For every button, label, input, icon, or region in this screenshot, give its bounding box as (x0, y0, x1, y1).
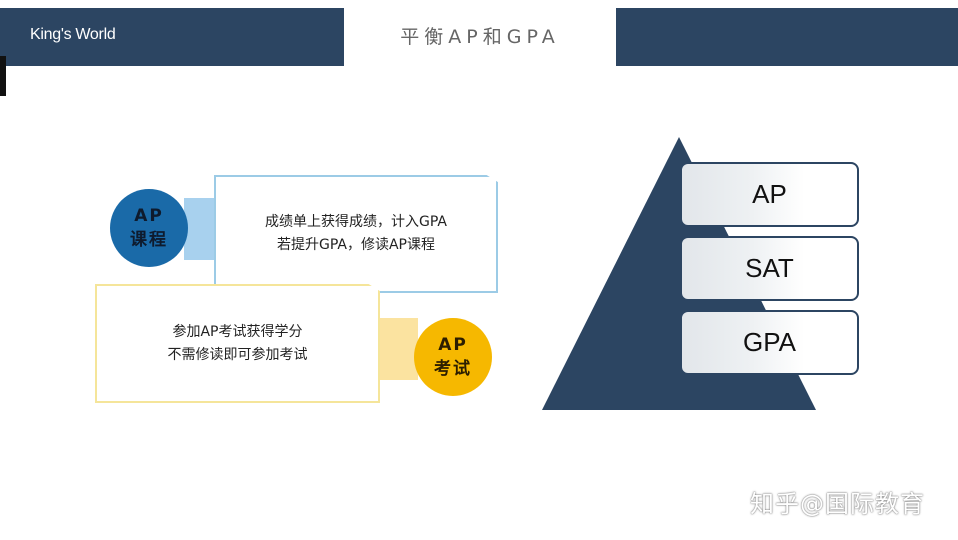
ap-exam-badge-line2: 考试 (434, 359, 472, 379)
slide-title: 平衡AP和GPA (400, 26, 560, 48)
pyramid-level-gpa: GPA (680, 310, 859, 375)
ap-exam-card: 参加AP考试获得学分 不需修读即可参加考试 (95, 284, 380, 403)
pyramid-level-ap: AP (680, 162, 859, 227)
brand-name: King's World (30, 26, 116, 43)
ap-course-badge: AP 课程 (110, 189, 188, 267)
header-bar-right (616, 8, 958, 66)
ap-course-connector (184, 198, 216, 260)
pyramid-level-sat: SAT (680, 236, 859, 301)
ap-exam-text-line1: 参加AP考试获得学分 (172, 323, 303, 340)
edge-marker (0, 56, 6, 96)
ap-course-badge-line1: AP (134, 206, 164, 226)
ap-course-text-line1: 成绩单上获得成绩，计入GPA (265, 214, 447, 230)
watermark: 知乎@国际教育 (750, 490, 925, 518)
ap-exam-badge: AP 考试 (414, 318, 492, 396)
ap-course-badge-line2: 课程 (130, 230, 168, 250)
header-bar-left (0, 8, 344, 66)
ap-exam-connector (378, 318, 418, 380)
ap-course-text-line2: 若提升GPA，修读AP课程 (277, 237, 435, 253)
ap-exam-text-line2: 不需修读即可参加考试 (167, 346, 308, 363)
ap-exam-badge-line1: AP (438, 335, 468, 355)
ap-course-card: 成绩单上获得成绩，计入GPA 若提升GPA，修读AP课程 (214, 175, 498, 293)
